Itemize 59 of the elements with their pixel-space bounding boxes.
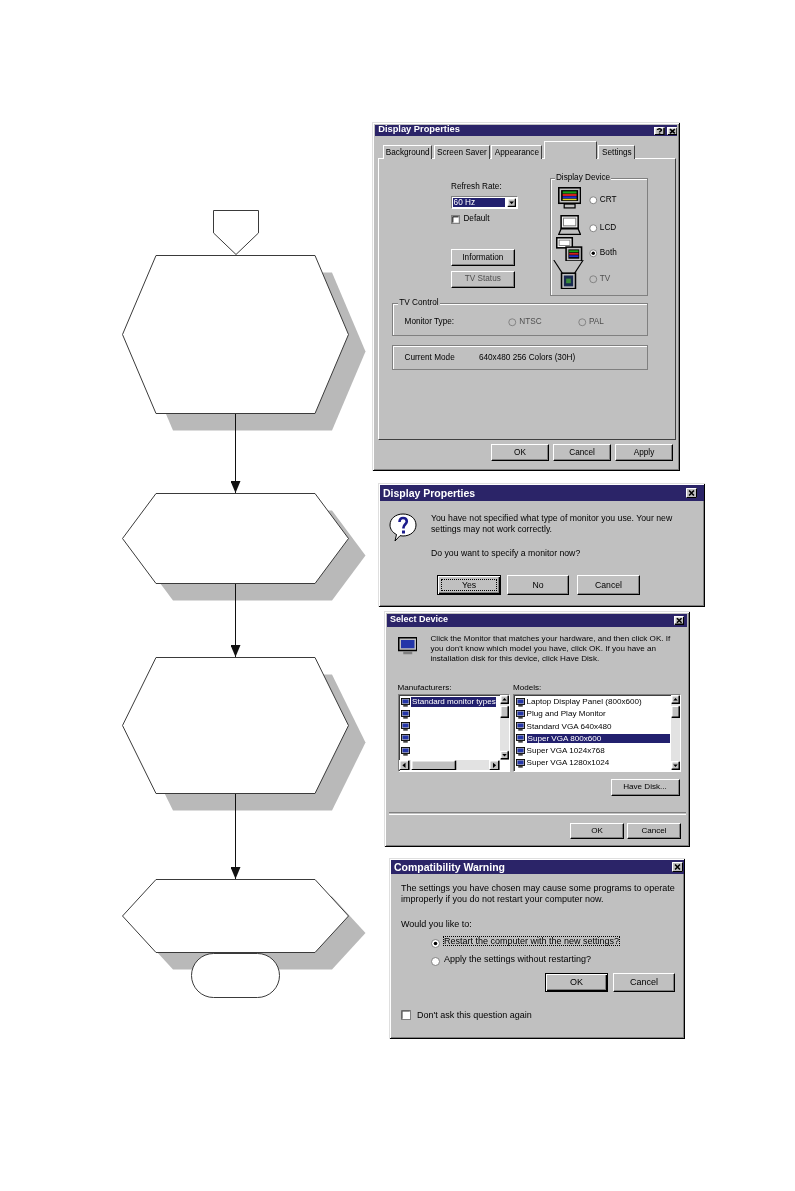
checkbox-label: Don't ask this question again xyxy=(417,1009,532,1020)
hexagon-step xyxy=(122,657,349,794)
selected-value: 60 Hz xyxy=(452,197,505,208)
ok-button: OK xyxy=(491,444,549,462)
dialog-title: Display Properties xyxy=(378,124,460,135)
cancel-button: Cancel xyxy=(627,822,681,839)
hexagon-step xyxy=(122,493,349,584)
tab: Background xyxy=(382,145,433,160)
tv-status-button: TV Status xyxy=(451,270,515,288)
field-label: Current Mode xyxy=(404,352,455,363)
field-label: Refresh Rate: xyxy=(451,182,502,192)
radio-label: CRT xyxy=(599,194,617,205)
tab: Screen Saver xyxy=(434,145,490,160)
hexagon-step xyxy=(122,879,349,953)
arrow xyxy=(230,583,241,658)
instruction-text: Click the Monitor that matches your hardware, and then click OK. If you don't know which model you have, click OK. If you have an installation disk for this device, click Have Disk. xyxy=(430,634,672,664)
apply-button: Apply xyxy=(615,444,673,462)
dialog-title: Select Device xyxy=(390,614,449,625)
tab: Appearance xyxy=(491,145,543,160)
yes-button: Yes xyxy=(437,575,501,595)
radio-label: LCD xyxy=(599,222,617,233)
field-label: Monitor Type: xyxy=(404,316,455,326)
list-item: Plug and Play Monitor xyxy=(526,709,606,720)
message-text: Would you like to: xyxy=(401,918,472,929)
list-item: Super VGA 1280x1024 xyxy=(526,758,610,768)
no-button: No xyxy=(507,575,569,595)
radio-label: Restart the computer with the new settings? xyxy=(443,936,621,947)
radio-label: NTSC xyxy=(519,316,542,326)
message-text: Do you want to specify a monitor now? xyxy=(431,548,581,558)
ok-button: OK xyxy=(545,973,608,992)
arrow xyxy=(230,793,241,880)
checkbox-label: Default xyxy=(463,214,490,224)
cancel-button: Cancel xyxy=(577,575,640,595)
cancel-button: Cancel xyxy=(553,444,611,462)
radio-label: Both xyxy=(599,247,617,257)
list-item: Laptop Display Panel (800x600) xyxy=(526,697,642,707)
arrow xyxy=(230,413,241,494)
group-label: Display Device xyxy=(554,172,612,182)
group-label: TV Control xyxy=(398,298,440,308)
radio-label: Apply the settings without restarting? xyxy=(444,954,592,965)
information-button: Information xyxy=(451,249,515,267)
list-item: Standard VGA 640x480 xyxy=(526,721,612,732)
hexagon-step xyxy=(122,255,349,414)
dialog-title: Display Properties xyxy=(383,486,476,499)
tab: Settings xyxy=(598,145,636,160)
radio-label: TV xyxy=(599,273,611,284)
list-label: Models: xyxy=(513,683,542,693)
list-item: Super VGA 1024x768 xyxy=(526,745,605,756)
radio-label: PAL xyxy=(589,316,604,326)
selected-list-item: Standard monitor types xyxy=(411,697,496,707)
cancel-button: Cancel xyxy=(613,973,675,992)
message-text: The settings you have chosen may cause some programs to operate improperly if you do not restart your computer now. xyxy=(401,882,676,906)
ok-button: OK xyxy=(570,822,624,839)
have-disk-button: Have Disk... xyxy=(610,779,680,796)
list-label: Manufacturers: xyxy=(397,683,452,693)
dialog-title: Compatibility Warning xyxy=(394,861,506,874)
field-value: 640x480 256 Colors (30H) xyxy=(478,352,576,363)
selected-list-item: Super VGA 800x600 xyxy=(526,733,670,744)
message-text: You have not specified what type of monitor you use. Your new settings may not work correctly. xyxy=(431,512,674,535)
